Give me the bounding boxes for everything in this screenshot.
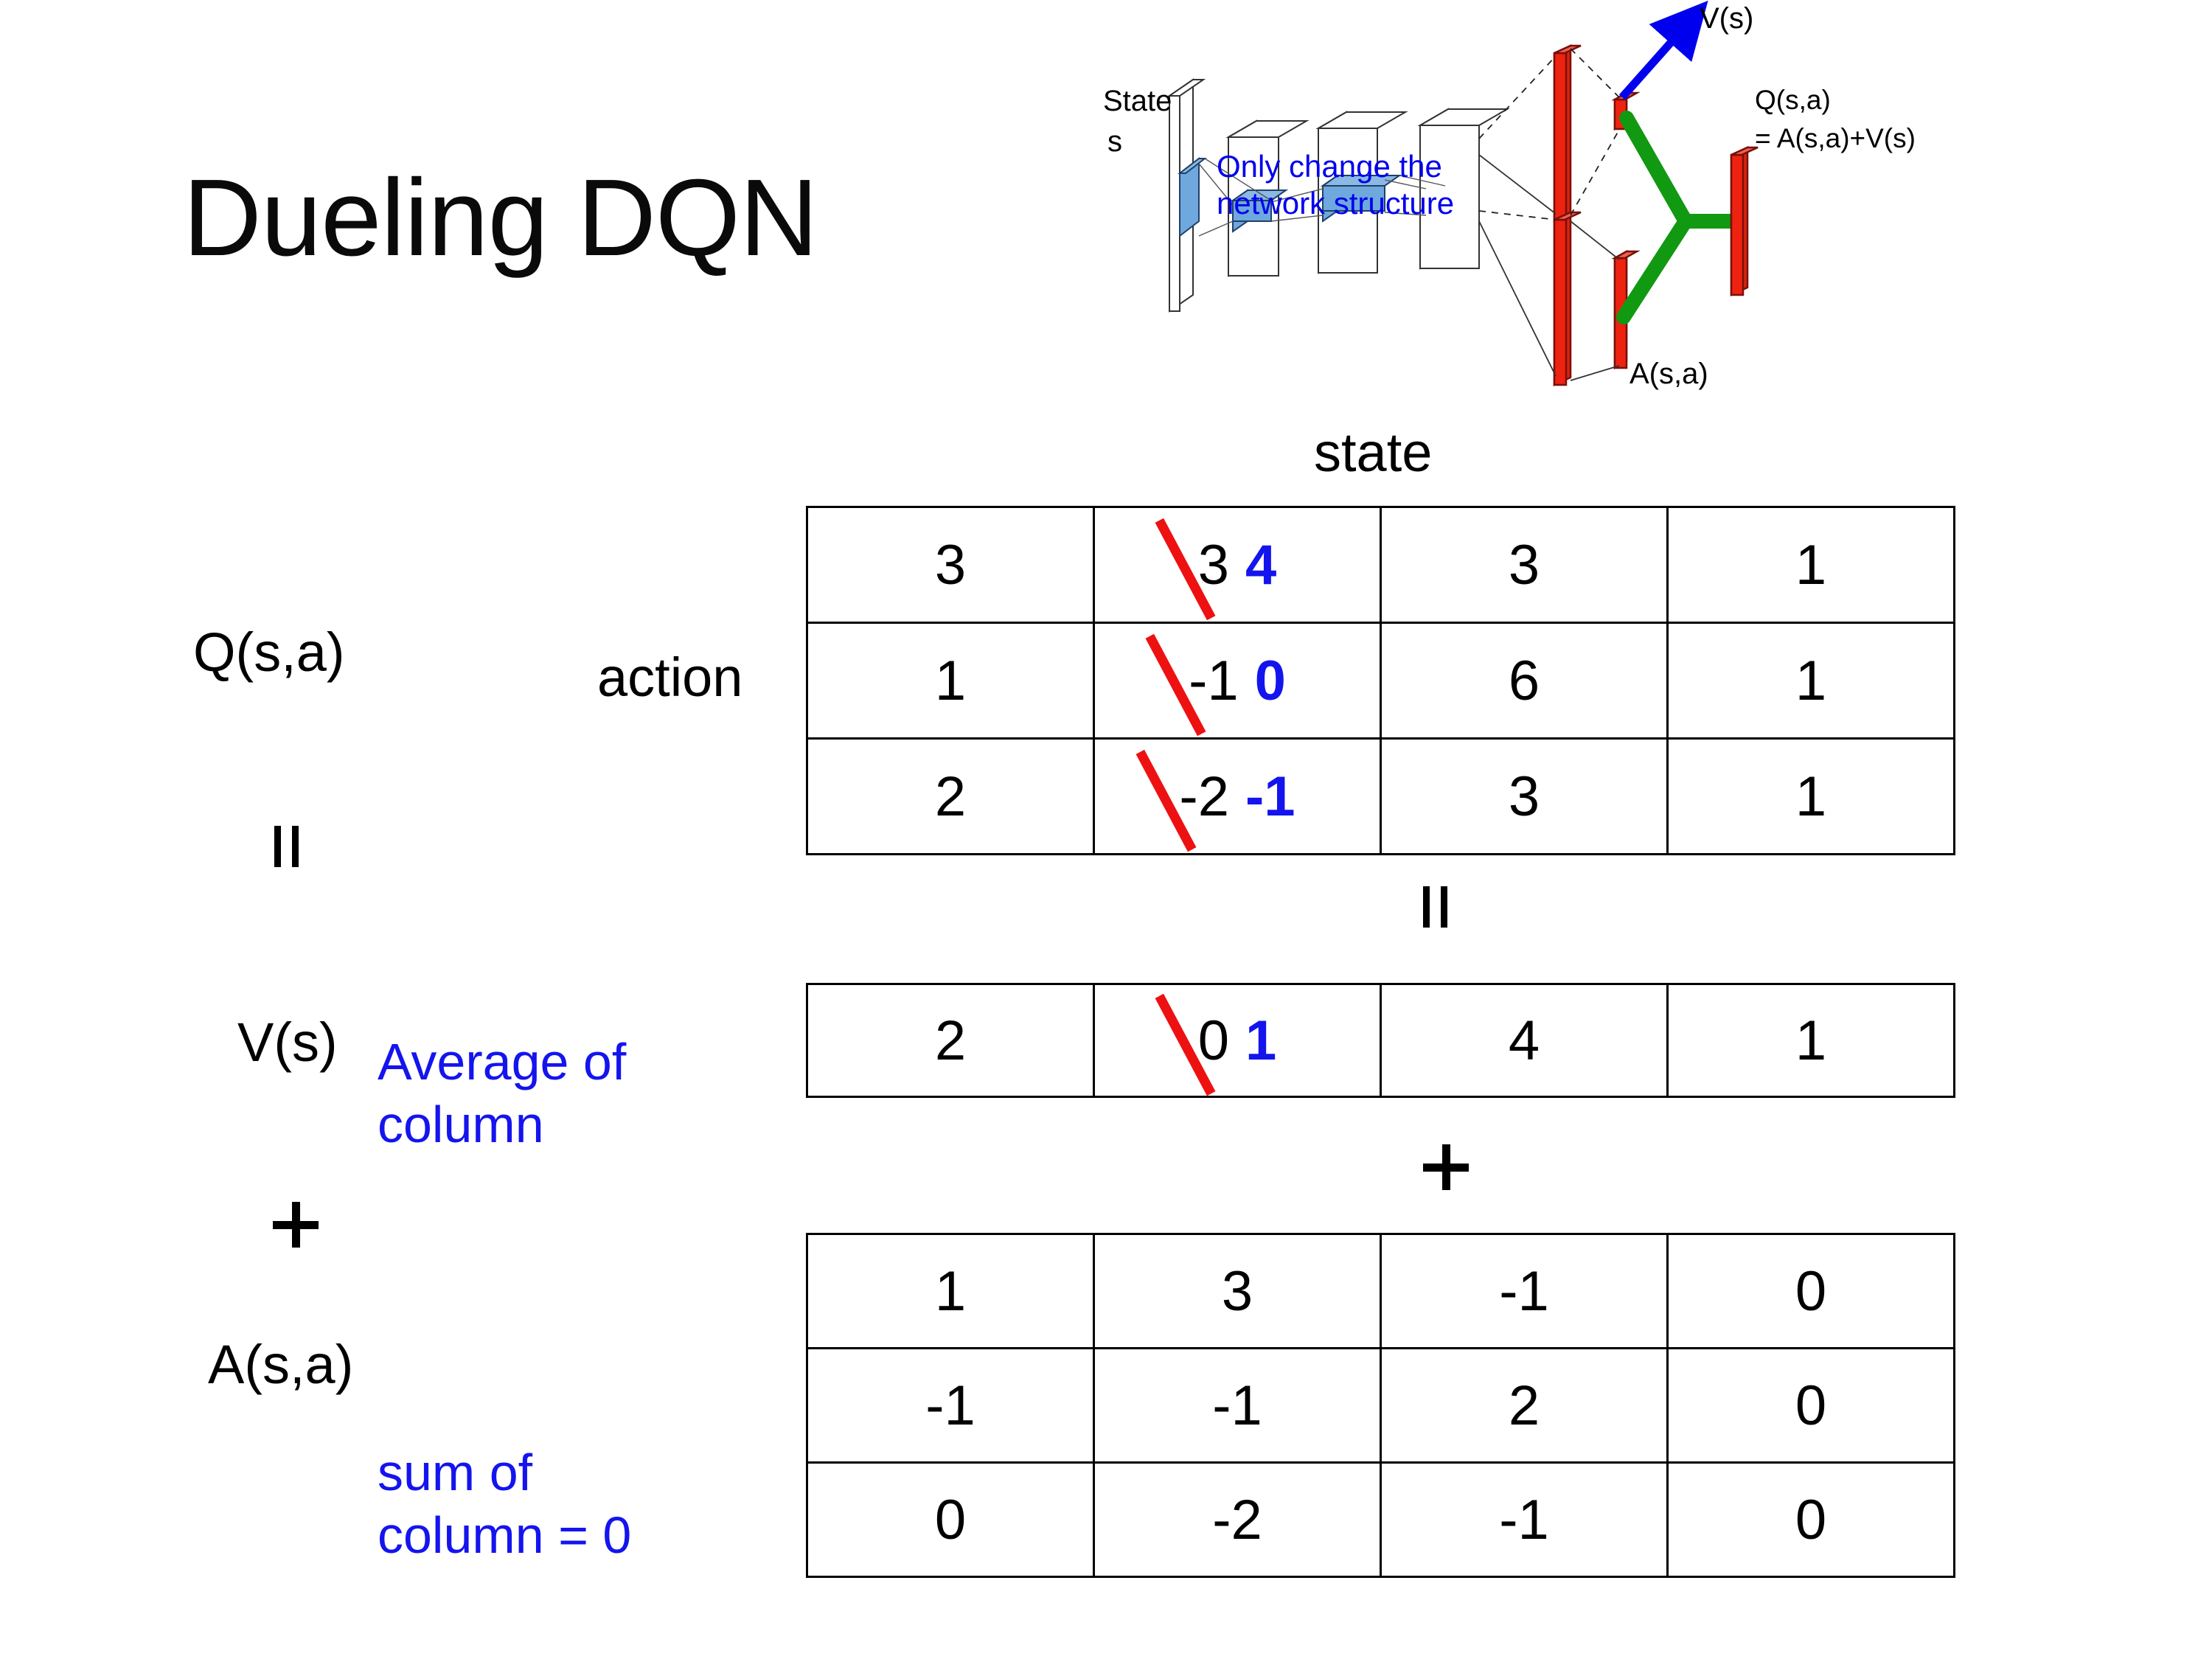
state-axis-label: state — [1314, 422, 1433, 483]
struck-out-value: 0 — [1197, 1009, 1229, 1072]
table-cell: 4 — [1380, 983, 1669, 1098]
table-cell: 1 — [806, 1233, 1095, 1349]
diagram-a-label: A(s,a) — [1630, 358, 1708, 390]
table-cell: 0 — [1666, 1233, 1955, 1349]
table-cell: 3 — [1380, 737, 1669, 855]
struck-out-value: 3 — [1197, 533, 1229, 597]
table-cell: 1 — [1666, 737, 1955, 855]
sum-of-column-line1: sum of — [378, 1444, 533, 1501]
v-table-label: V(s) — [237, 1012, 338, 1073]
table-cell: -1 — [1380, 1233, 1669, 1349]
updated-value: 1 — [1245, 1009, 1277, 1072]
dueling-network-diagram: State s Only change the network structur… — [1099, 0, 2190, 413]
plus-sign-left — [273, 1202, 319, 1248]
diagram-note-line1: Only change the — [1217, 149, 1442, 184]
updated-value: 0 — [1254, 649, 1286, 712]
equals-sign-left — [274, 826, 307, 867]
table-cell: 3 — [1093, 1233, 1382, 1349]
value-stream-bar — [1553, 44, 1582, 223]
sum-of-column-annotation: sum of column = 0 — [378, 1441, 631, 1568]
diagram-note-line2: network structure — [1217, 186, 1454, 220]
table-cell: -2 -1 — [1093, 737, 1382, 855]
table-cell: 1 — [1666, 506, 1955, 624]
input-receptive-field — [1178, 156, 1207, 238]
conv-2-receptive-field — [1320, 174, 1402, 223]
average-of-column-line2: column — [378, 1096, 544, 1154]
edges-value-stream — [1478, 48, 1620, 220]
edges-advantage-stream — [1478, 154, 1620, 381]
table-cell: 0 — [1666, 1461, 1955, 1578]
diagram-q-label-line1: Q(s,a) — [1755, 85, 1831, 115]
table-cell: 6 — [1380, 622, 1669, 740]
a-table-label: A(s,a) — [208, 1334, 354, 1395]
table-cell: -1 — [1093, 1347, 1382, 1464]
diagram-state-sub: s — [1107, 125, 1122, 158]
equals-sign-center — [1423, 886, 1455, 928]
edges-input-conv1 — [1198, 158, 1272, 237]
plus-sign-center — [1423, 1144, 1469, 1190]
edges-conv2-conv3 — [1384, 175, 1446, 216]
conv-1-receptive-field — [1230, 189, 1289, 233]
table-cell: 1 — [1666, 622, 1955, 740]
action-axis-label: action — [597, 647, 743, 708]
updated-value: 4 — [1245, 533, 1277, 597]
sum-of-column-line2: column = 0 — [378, 1506, 632, 1565]
table-cell: 2 — [806, 983, 1095, 1098]
merge-green-connector — [1616, 111, 1745, 324]
updated-value: -1 — [1245, 765, 1295, 828]
struck-out-value: -2 — [1179, 765, 1229, 828]
table-cell: 0 — [806, 1461, 1095, 1578]
average-of-column-line1: Average of — [378, 1033, 627, 1091]
table-cell: 2 — [806, 737, 1095, 855]
v-output-arrow — [1618, 0, 1708, 100]
edges-conv1-conv2 — [1270, 188, 1324, 222]
table-cell: 3 — [1380, 506, 1669, 624]
diagram-q-label-line2: = A(s,a)+V(s) — [1755, 123, 1916, 153]
table-cell: 3 — [806, 506, 1095, 624]
table-cell: 0 — [1666, 1347, 1955, 1464]
table-cell: -2 — [1093, 1461, 1382, 1578]
advantage-stream-bar — [1553, 211, 1582, 386]
q-output-bar — [1730, 146, 1759, 296]
table-cell: 1 — [1666, 983, 1955, 1098]
average-of-column-annotation: Average of column — [378, 1031, 626, 1157]
table-cell: 1 — [806, 622, 1095, 740]
table-cell: 2 — [1380, 1347, 1669, 1464]
edited-cell: -2 -1 — [1179, 765, 1295, 829]
table-cell: -1 — [1380, 1461, 1669, 1578]
diagram-v-label: V(s) — [1700, 2, 1753, 35]
page-title: Dueling DQN — [183, 157, 818, 279]
table-cell: -1 — [806, 1347, 1095, 1464]
struck-out-value: -1 — [1189, 649, 1239, 712]
q-table-label: Q(s,a) — [193, 622, 345, 683]
diagram-state-label: State — [1103, 85, 1172, 117]
